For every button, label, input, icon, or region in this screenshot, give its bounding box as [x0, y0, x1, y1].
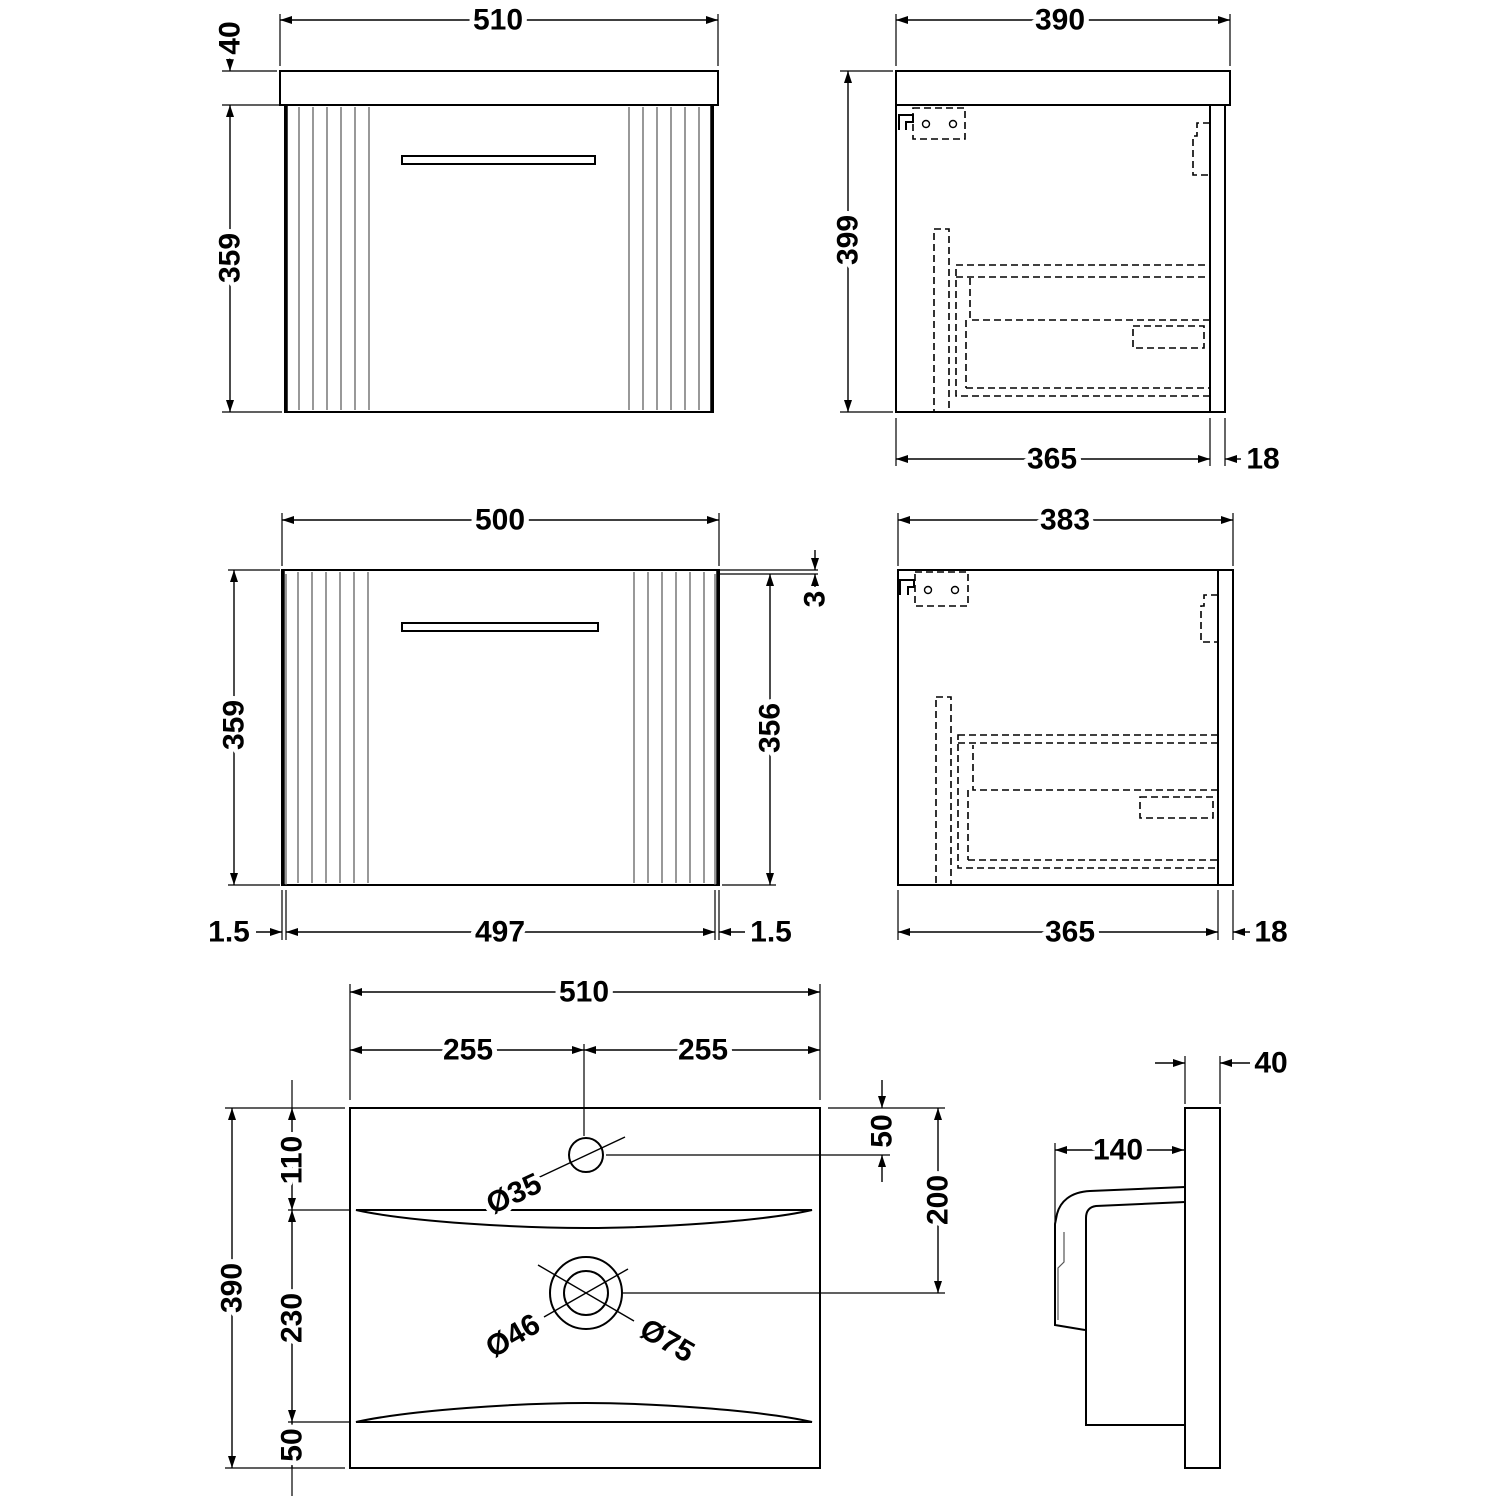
waste-inner-leader — [543, 1268, 629, 1318]
dimension-label-overall-width: 510 — [473, 4, 523, 37]
dimension-label-right-gap: 1.5 — [750, 916, 792, 949]
bracket-screw-hole — [921, 119, 931, 129]
dimension-label-basin-thickness: 40 — [214, 21, 247, 54]
basin-section-outer-lip — [1054, 1186, 1186, 1331]
dimension-label-overall-depth: 390 — [1035, 4, 1085, 37]
dimension-label-bowl-depth: 140 — [1093, 1134, 1143, 1167]
drawer-handle — [401, 622, 599, 632]
dimension-label-door-thickness: 18 — [1246, 443, 1279, 476]
dimension-label-door-height: 356 — [754, 703, 787, 753]
bracket-screw-hole — [948, 119, 958, 129]
dimension-label-basin-thickness: 40 — [1254, 1047, 1287, 1080]
drawer-cutout — [1139, 796, 1214, 819]
side-view-cabinet-dimensions: 383 365 18 — [897, 499, 1293, 954]
dimension-label-top-gap: 3 — [799, 591, 832, 608]
cabinet-front — [284, 104, 714, 413]
dimension-label-left-gap: 1.5 — [208, 916, 250, 949]
wall-bracket-hook — [899, 579, 915, 595]
dimension-label-cabinet-depth: 383 — [1040, 504, 1090, 537]
basin-top-side — [895, 70, 1231, 106]
side-view-with-basin-dimensions: 390 399 365 18 — [827, 0, 1285, 481]
cabinet-front — [281, 569, 720, 886]
hinge-recess — [1192, 122, 1210, 176]
dimension-label-cabinet-height: 359 — [214, 233, 247, 283]
mounting-panel — [1184, 1107, 1221, 1469]
dimension-label-back-ledge: 110 — [276, 1136, 309, 1184]
dimension-label-basin-depth: 390 — [216, 1263, 249, 1313]
wall-bracket — [912, 107, 966, 140]
drawer-runner-post — [933, 228, 950, 413]
side-view-with-basin — [895, 70, 1231, 413]
basin-section-dimensions: 40 140 — [1054, 1042, 1293, 1252]
lower-bowl-edge — [355, 1401, 813, 1423]
drawer-handle — [401, 155, 596, 165]
dimension-label-cabinet-height: 359 — [218, 700, 251, 750]
diameter-label-tap-hole: Ø35 — [481, 1167, 546, 1221]
dimension-label-bowl-length: 230 — [276, 1293, 309, 1343]
drawer-inner-box — [972, 745, 1218, 791]
side-view-cabinet — [897, 569, 1234, 886]
door-panel-side — [1209, 104, 1226, 413]
dimension-label-waste-from-back: 200 — [922, 1175, 955, 1225]
basin-outline — [349, 1107, 821, 1469]
drawer-inner-box — [969, 277, 1210, 321]
bracket-screw-hole — [923, 585, 933, 595]
drawer-cutout — [1132, 325, 1205, 349]
bracket-screw-hole — [950, 585, 960, 595]
tap-hole-leader — [494, 1136, 626, 1199]
wall-bracket — [914, 571, 969, 607]
dimension-label-basin-width: 510 — [559, 976, 609, 1009]
wall-bracket-hook — [898, 114, 914, 130]
hinge-recess — [1200, 594, 1218, 643]
front-view-cabinet — [281, 569, 818, 886]
door-panel-side — [1217, 569, 1234, 886]
basin-plan-view — [349, 1107, 821, 1469]
dimension-label-right-to-center: 255 — [678, 1034, 728, 1067]
drawer-box — [957, 734, 1219, 869]
diameter-label-waste-outer: Ø75 — [634, 1313, 700, 1370]
dimension-label-left-to-center: 255 — [443, 1034, 493, 1067]
basin-section-view — [1054, 1107, 1221, 1469]
front-view-with-basin — [279, 70, 719, 413]
basin-plan-dimensions: 510 255 255 50 200 390 110 230 50 Ø35 Ø4… — [211, 971, 960, 1496]
drawer-box — [955, 264, 1211, 397]
waste-inner-ring — [563, 1270, 609, 1316]
dimension-label-front-ledge: 50 — [276, 1428, 309, 1461]
dimension-label-tap-hole-from-back: 50 — [866, 1114, 899, 1147]
front-view-cabinet-dimensions: 500 3 359 356 1.5 497 1.5 — [203, 499, 836, 954]
dimension-label-overall-height: 399 — [832, 215, 865, 265]
diameter-label-waste-inner: Ø46 — [480, 1308, 546, 1365]
tap-hole — [568, 1137, 604, 1173]
dimension-label-carcass-depth: 365 — [1045, 916, 1095, 949]
drawer-runner-post — [935, 696, 952, 886]
carcass-side — [895, 105, 1210, 413]
basin-section-bowl — [1085, 1201, 1186, 1426]
dimension-label-door-thickness: 18 — [1254, 916, 1287, 949]
basin-section-lip-detail — [1057, 1232, 1065, 1320]
basin-top-edge — [279, 70, 719, 106]
upper-bowl-edge — [355, 1209, 813, 1230]
front-view-with-basin-dimensions: 510 40 359 — [209, 0, 719, 413]
dimension-label-carcass-depth: 365 — [1027, 443, 1077, 476]
dimension-label-cabinet-width: 500 — [475, 504, 525, 537]
carcass-side — [897, 569, 1218, 886]
dimension-label-door-width: 497 — [475, 916, 525, 949]
